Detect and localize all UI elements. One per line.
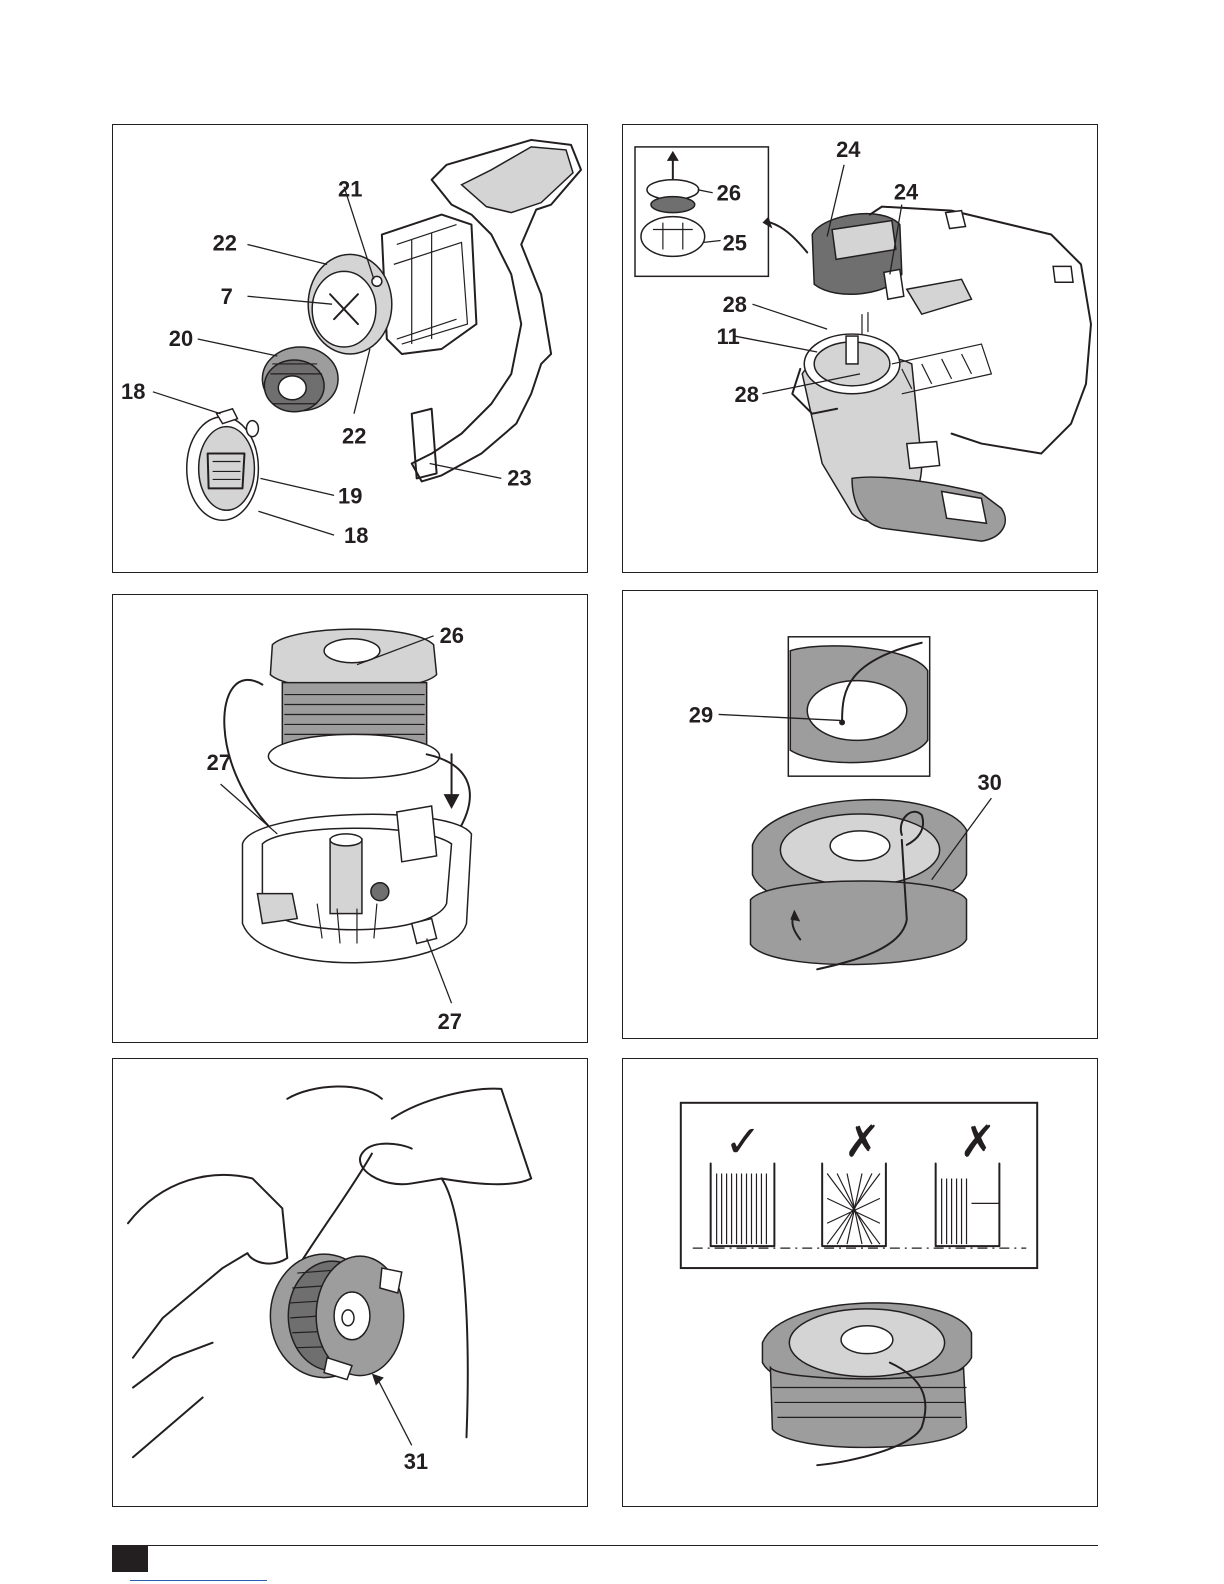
exploded-head-drawing: 21 22 7 20 18 22 23 19 18 bbox=[113, 125, 587, 572]
callout-24-right: 24 bbox=[894, 180, 919, 205]
callout-22-top: 22 bbox=[213, 230, 237, 255]
cross-icon-messy: ✗ bbox=[844, 1117, 881, 1168]
callout-26: 26 bbox=[717, 181, 741, 206]
spool-insert-drawing: 26 27 27 bbox=[113, 595, 587, 1042]
callout-24-left: 24 bbox=[836, 137, 861, 162]
figure-spool-insert: 26 27 27 bbox=[112, 594, 588, 1043]
callout-25: 25 bbox=[723, 230, 747, 255]
cover-removal-drawing: 24 24 26 25 28 11 28 bbox=[623, 125, 1097, 572]
callout-21: 21 bbox=[338, 177, 362, 202]
callout-26: 26 bbox=[440, 623, 464, 648]
cross-icon-partial: ✗ bbox=[960, 1117, 997, 1168]
callout-31: 31 bbox=[404, 1449, 428, 1474]
winding-quality-drawing: ✓ ✗ ✗ bbox=[623, 1059, 1097, 1506]
callout-11: 11 bbox=[717, 324, 740, 349]
page-marker-block bbox=[112, 1546, 148, 1572]
figure-winding-quality: ✓ ✗ ✗ bbox=[622, 1058, 1098, 1507]
callout-20: 20 bbox=[169, 326, 193, 351]
figure-cover-removal: 24 24 26 25 28 11 28 bbox=[622, 124, 1098, 573]
callout-29: 29 bbox=[689, 702, 713, 727]
figure-line-anchor: 29 30 bbox=[622, 590, 1098, 1039]
footer-link-underline[interactable] bbox=[130, 1580, 267, 1581]
hand-winding-drawing: 31 bbox=[113, 1059, 587, 1506]
check-icon: ✓ bbox=[725, 1117, 762, 1168]
callout-27-top: 27 bbox=[207, 750, 231, 775]
callout-18-bottom: 18 bbox=[344, 523, 368, 548]
callout-28-top: 28 bbox=[723, 292, 747, 317]
callout-19: 19 bbox=[338, 483, 362, 508]
figure-exploded-head: 21 22 7 20 18 22 23 19 18 bbox=[112, 124, 588, 573]
callout-28-bottom: 28 bbox=[735, 382, 759, 407]
callout-7: 7 bbox=[221, 284, 233, 309]
callout-23: 23 bbox=[507, 465, 531, 490]
callout-18-top: 18 bbox=[121, 379, 145, 404]
line-anchor-drawing: 29 30 bbox=[623, 591, 1097, 1038]
figure-hand-winding: 31 bbox=[112, 1058, 588, 1507]
callout-22-bottom: 22 bbox=[342, 424, 366, 449]
callout-30: 30 bbox=[977, 770, 1001, 795]
footer-rule bbox=[112, 1545, 1098, 1546]
callout-27-bottom: 27 bbox=[438, 1009, 462, 1034]
